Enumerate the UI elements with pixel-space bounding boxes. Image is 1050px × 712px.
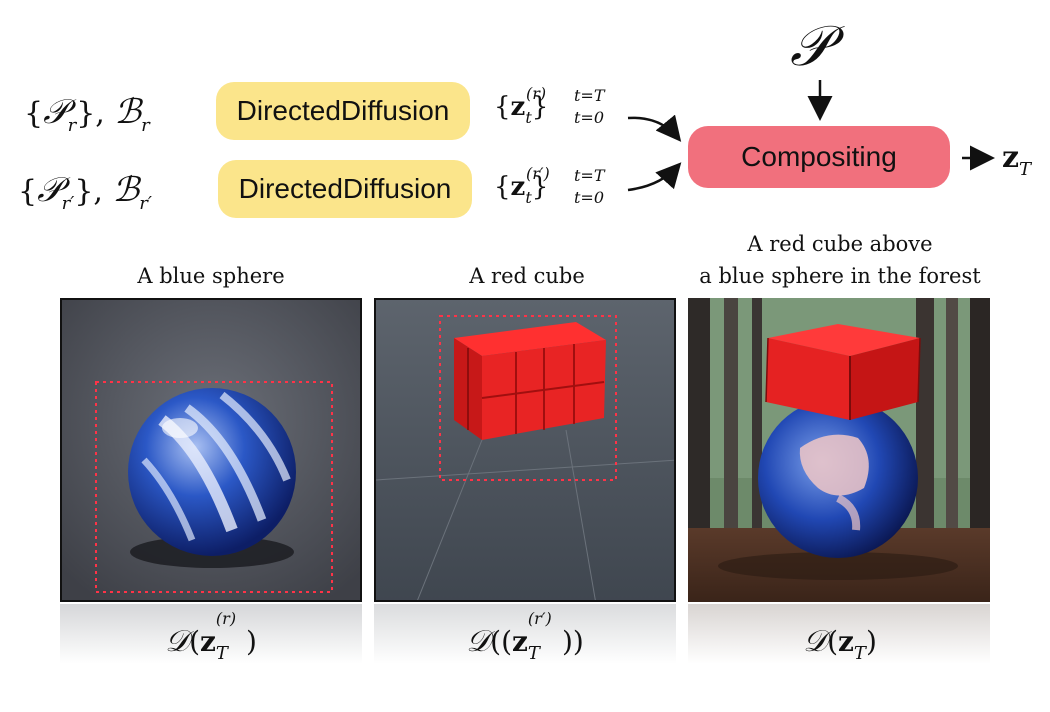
caption-composite-line1: A red cube above <box>747 232 933 256</box>
latent-range-r-bot: t=0 <box>574 108 605 127</box>
compositing-output: zT <box>1002 140 1032 180</box>
directed-diffusion-label: DirectedDiffusion <box>236 95 450 126</box>
latent-range-rp-bot: t=0 <box>574 188 605 207</box>
caption-red-cube: A red cube <box>469 264 585 288</box>
reflection-blue-sphere <box>60 604 362 664</box>
latent-range-rp-top: t=T <box>574 166 605 185</box>
image-blue-sphere <box>60 298 362 602</box>
decoder-label-r-prime: 𝒟((z(r′)T)) <box>466 609 584 664</box>
latent-sequence-r: {zt} <box>494 92 549 127</box>
latent-sup-r-prime: (r′) <box>526 164 550 183</box>
arrow-rp-to-compositing <box>627 162 682 192</box>
prompt-set-r: {𝒫r}, ℬr <box>24 92 150 136</box>
flow-arrows <box>627 80 995 192</box>
directed-diffusion-box-r-prime: DirectedDiffusion <box>218 160 472 218</box>
compositing-box: Compositing <box>688 126 950 188</box>
arrow-r-to-compositing <box>627 114 682 142</box>
directed-diffusion-label: DirectedDiffusion <box>238 173 452 204</box>
image-composite-forest <box>688 298 990 602</box>
caption-blue-sphere: A blue sphere <box>137 264 285 288</box>
compositing-label: Compositing <box>741 141 897 172</box>
prompt-set-r-prime: {𝒫r′}, ℬr′ <box>18 170 152 214</box>
decoder-label-composite: 𝒟(zT) <box>803 624 877 664</box>
image-red-cube <box>374 298 676 602</box>
latent-sequence-r-prime: {zt} <box>494 172 549 207</box>
global-prompt-symbol: 𝒫 <box>790 14 831 79</box>
latent-range-r-top: t=T <box>574 86 605 105</box>
directed-diffusion-box-r: DirectedDiffusion <box>216 82 470 140</box>
decoder-label-r: 𝒟(z(r)T) <box>165 609 257 664</box>
caption-composite-line2: a blue sphere in the forest <box>699 264 981 288</box>
reflection-composite <box>688 604 990 664</box>
latent-sup-r: (r) <box>526 84 547 103</box>
reflection-red-cube <box>374 604 676 664</box>
